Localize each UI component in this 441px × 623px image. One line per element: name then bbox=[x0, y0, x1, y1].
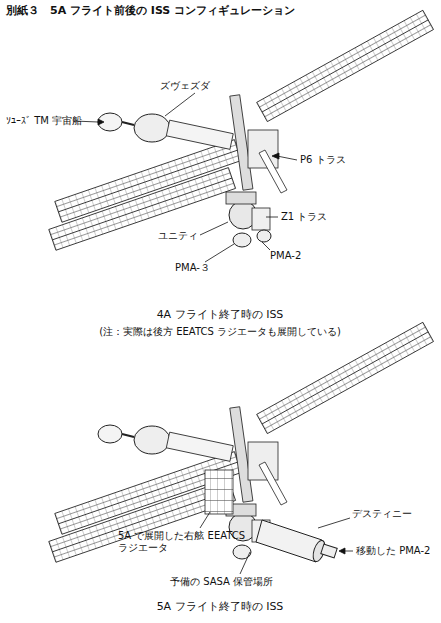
part-label: Z1 トラス bbox=[281, 211, 327, 223]
iss-5a bbox=[49, 322, 434, 562]
part-label: PMA-2 bbox=[270, 250, 301, 262]
part-label: ズヴェズダ bbox=[160, 80, 210, 92]
page-title: 別紙３ 5A フライト前後の ISS コンフィギュレーション bbox=[6, 4, 295, 17]
destiny-module bbox=[256, 520, 337, 563]
part-label: 5A で展開した右舷 EEATCS ラジエータ bbox=[118, 530, 248, 554]
leader-lines bbox=[74, 93, 353, 574]
part-label: ユニティ bbox=[158, 230, 198, 242]
part-label: PMA-３ bbox=[175, 262, 210, 274]
part-label: 予備の SASA 保管場所 bbox=[170, 576, 273, 588]
radiator bbox=[205, 470, 233, 514]
part-label: P6 トラス bbox=[300, 154, 346, 166]
figure-note: (注：実際は後方 EEATCS ラジエータも展開している) bbox=[99, 326, 341, 338]
part-label: 移動した PMA-2 bbox=[356, 545, 430, 557]
iss-4a bbox=[49, 10, 434, 250]
part-label: デスティニー bbox=[352, 508, 412, 520]
figure-caption: 4A フライト終了時の ISS bbox=[157, 308, 284, 321]
figure-caption: 5A フライト終了時の ISS bbox=[157, 600, 284, 613]
part-label: ｿﾕｰｽﾞ TM 宇宙船 bbox=[6, 115, 82, 127]
